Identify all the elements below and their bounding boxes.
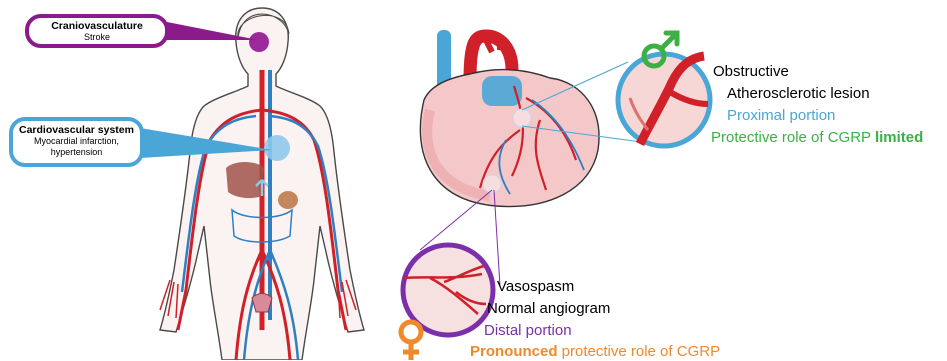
craniovasculature-callout: Craniovasculature Stroke xyxy=(25,14,169,48)
callout-title: Craniovasculature xyxy=(29,20,165,32)
label-distal-portion: Distal portion xyxy=(484,322,572,340)
callout-subtitle-line1: Myocardial infarction, xyxy=(13,136,140,147)
male-artery-zoom xyxy=(618,54,710,146)
label-protective-role-limited: Protective role of CGRP limited xyxy=(711,129,923,147)
protective-limited: limited xyxy=(875,129,923,146)
callout-subtitle: Stroke xyxy=(29,32,165,43)
protective-prefix: Protective role of CGRP xyxy=(711,129,875,146)
callout-title: Cardiovascular system xyxy=(13,124,140,136)
label-normal-angiogram: Normal angiogram xyxy=(487,300,610,318)
label-atherosclerotic-lesion: Atherosclerotic lesion xyxy=(727,85,870,103)
label-pronounced-protective-role: Pronounced protective role of CGRP xyxy=(470,343,720,361)
cardiovascular-callout: Cardiovascular system Myocardial infarct… xyxy=(9,117,144,167)
pronounced-rest: protective role of CGRP xyxy=(558,343,721,360)
pronounced-bold: Pronounced xyxy=(470,343,558,360)
label-obstructive: Obstructive xyxy=(713,63,789,81)
label-proximal-portion: Proximal portion xyxy=(727,107,835,125)
heart-illustration xyxy=(420,30,599,207)
female-symbol-icon xyxy=(401,322,421,360)
callout-subtitle-line2: hypertension xyxy=(13,147,140,158)
human-body-figure xyxy=(160,8,364,360)
label-vasospasm: Vasospasm xyxy=(497,278,574,296)
